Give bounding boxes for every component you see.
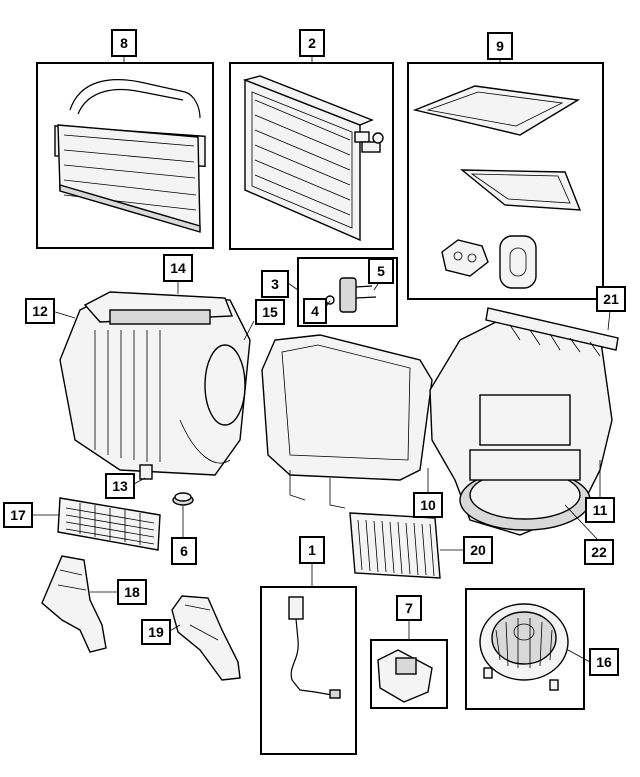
svg-text:17: 17 xyxy=(10,507,26,523)
frame-heater-core xyxy=(36,62,214,249)
duct-left xyxy=(41,555,107,653)
callout-9: 9 xyxy=(487,32,513,60)
svg-text:4: 4 xyxy=(311,303,319,319)
vent-grille xyxy=(57,497,161,551)
wiring-harness xyxy=(288,596,341,699)
frame-blower-motor xyxy=(465,588,585,710)
frame-harness xyxy=(260,586,357,755)
frame-evaporator xyxy=(229,62,394,250)
seal-kit xyxy=(412,85,582,289)
callout-7: 7 xyxy=(396,595,422,621)
callout-17: 17 xyxy=(3,502,33,528)
svg-text:9: 9 xyxy=(496,38,504,54)
svg-text:19: 19 xyxy=(148,624,164,640)
callout-18: 18 xyxy=(117,579,147,605)
callout-10: 10 xyxy=(413,492,443,518)
callout-14: 14 xyxy=(163,254,193,282)
svg-text:18: 18 xyxy=(124,584,140,600)
callout-22: 22 xyxy=(584,539,614,565)
frame-expansion-valve xyxy=(297,257,398,327)
svg-text:15: 15 xyxy=(262,304,278,320)
duct-right xyxy=(171,595,241,681)
svg-text:16: 16 xyxy=(596,654,612,670)
svg-text:14: 14 xyxy=(170,260,186,276)
svg-text:13: 13 xyxy=(112,478,128,494)
blower-motor xyxy=(479,603,569,691)
svg-text:1: 1 xyxy=(308,542,316,558)
callout-16: 16 xyxy=(589,648,619,676)
callout-4: 4 xyxy=(303,298,327,324)
callout-19: 19 xyxy=(141,619,171,645)
callout-6: 6 xyxy=(171,537,197,565)
hvac-housing-right xyxy=(429,307,619,536)
svg-text:7: 7 xyxy=(405,600,413,616)
svg-text:11: 11 xyxy=(593,502,608,518)
svg-text:10: 10 xyxy=(420,497,436,513)
grommet xyxy=(172,492,194,506)
svg-text:22: 22 xyxy=(591,544,607,560)
leader-lines xyxy=(30,56,611,663)
callout-12: 12 xyxy=(25,298,55,324)
expansion-valve xyxy=(325,277,377,313)
svg-text:12: 12 xyxy=(32,303,48,319)
callout-1: 1 xyxy=(299,536,325,564)
hvac-housing-center xyxy=(261,334,433,509)
svg-text:2: 2 xyxy=(308,35,316,51)
callout-13: 13 xyxy=(105,473,135,499)
hvac-housing-left xyxy=(59,291,251,480)
callout-11: 11 xyxy=(585,497,615,523)
callout-3: 3 xyxy=(261,270,289,298)
cabin-filter xyxy=(349,512,441,579)
callout-15: 15 xyxy=(255,299,285,325)
callout-8: 8 xyxy=(111,29,137,57)
svg-text:6: 6 xyxy=(180,543,188,559)
callout-2: 2 xyxy=(299,29,325,57)
callout-21: 21 xyxy=(596,286,626,312)
svg-text:3: 3 xyxy=(271,276,279,292)
frame-seals-kit xyxy=(407,62,604,300)
svg-text:20: 20 xyxy=(470,542,486,558)
callout-20: 20 xyxy=(463,536,493,564)
svg-text:8: 8 xyxy=(120,35,128,51)
svg-text:21: 21 xyxy=(603,291,619,307)
svg-text:5: 5 xyxy=(377,263,385,279)
blower-resistor xyxy=(377,649,433,703)
evaporator xyxy=(242,75,384,242)
heater-core xyxy=(54,79,206,233)
callout-5: 5 xyxy=(368,258,394,284)
